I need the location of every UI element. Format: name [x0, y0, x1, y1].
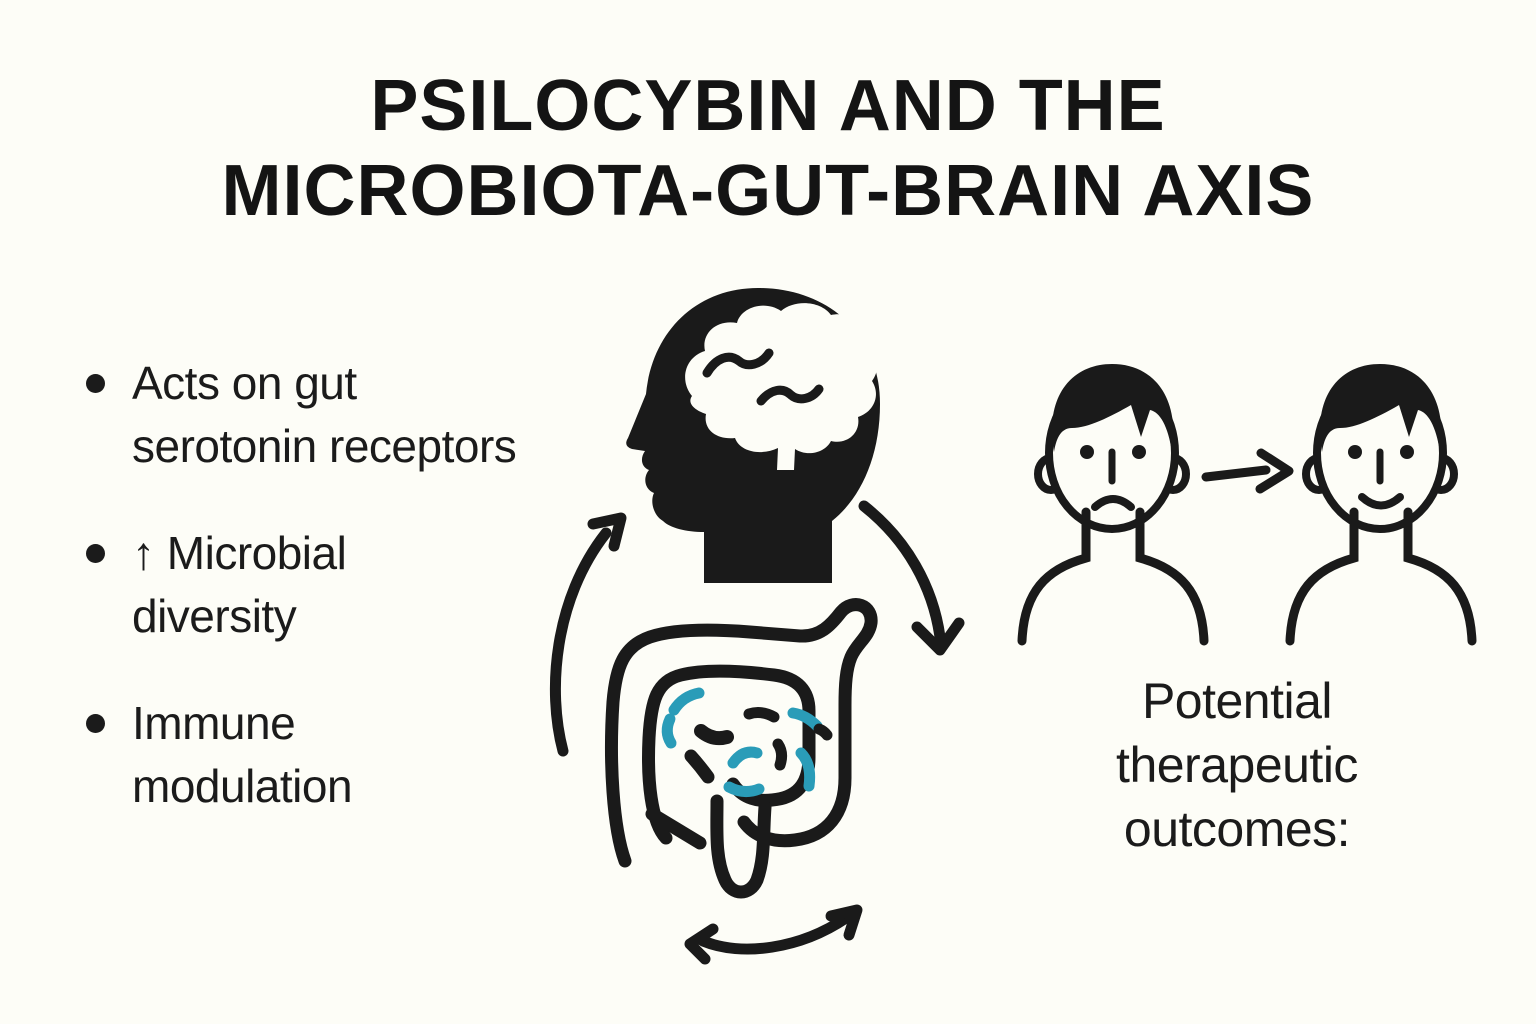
eye — [1132, 445, 1146, 459]
gut-tail — [710, 794, 772, 899]
bullet-text: Acts on gut — [132, 357, 357, 409]
gut-inner-tube — [642, 664, 816, 845]
bullet-text: Immune — [132, 697, 296, 749]
dark-microbe — [684, 749, 715, 784]
outcome-line-2: therapeutic — [1116, 737, 1358, 793]
torso — [1017, 507, 1209, 646]
page-title: PSILOCYBIN AND THE MICROBIOTA-GUT-BRAIN … — [0, 64, 1536, 234]
bullet-text: ↑ Microbial — [132, 527, 347, 579]
title-line-2: MICROBIOTA-GUT-BRAIN AXIS — [221, 151, 1315, 231]
list-item-immune-modulation: Immune modulation — [86, 692, 576, 818]
head-with-brain-icon — [626, 288, 880, 583]
eye — [1400, 445, 1414, 459]
eye — [1080, 445, 1094, 459]
dark-microbe — [772, 738, 788, 771]
smiling-person-icon — [1285, 364, 1477, 646]
arrowhead — [1255, 448, 1294, 494]
arrowhead — [911, 617, 965, 656]
teal-microbe — [723, 781, 765, 798]
dark-microbe — [743, 707, 780, 723]
double-headed-curved-arrow-icon — [697, 912, 852, 955]
torso — [1285, 507, 1477, 646]
dark-microbe — [694, 724, 734, 746]
eye — [1348, 445, 1362, 459]
gut-end-stub — [645, 807, 707, 850]
arrowhead — [684, 923, 719, 965]
arrowhead — [825, 904, 863, 941]
hair — [1051, 364, 1174, 452]
outcome-line-1: Potential — [1141, 673, 1333, 729]
gut-outer-tube — [605, 598, 878, 868]
list-item-microbial-diversity: ↑ Microbial diversity — [86, 522, 576, 648]
bullet-text: diversity — [132, 590, 297, 642]
outcome-label: Potential therapeutic outcomes: — [1055, 669, 1419, 861]
teal-microbe — [787, 707, 823, 732]
teal-microbe — [795, 747, 816, 792]
hair — [1319, 364, 1442, 452]
curved-arrow-down-icon — [858, 500, 946, 643]
frown-mouth — [1091, 495, 1135, 511]
bullet-list: Acts on gut serotonin receptors ↑ Microb… — [86, 352, 576, 818]
bullet-text: serotonin receptors — [132, 420, 517, 472]
microbe-dashes — [661, 687, 833, 798]
outcome-line-3: outcomes: — [1123, 801, 1351, 857]
cycle-arrows — [549, 500, 965, 965]
list-item-serotonin: Acts on gut serotonin receptors — [86, 352, 576, 478]
curved-arrow-up-icon — [549, 527, 612, 757]
teal-microbe — [727, 746, 763, 769]
right-arrow-icon — [1201, 448, 1294, 494]
arrow-shaft — [1201, 465, 1271, 482]
sad-person-icon — [1017, 364, 1209, 646]
smile-mouth — [1358, 493, 1404, 510]
brain-fold — [756, 384, 824, 406]
brain-fold — [702, 348, 774, 378]
intestine-microbiome-icon — [605, 598, 878, 899]
bullet-text: modulation — [132, 760, 353, 812]
dark-microbe — [813, 723, 833, 741]
teal-microbe — [668, 687, 705, 716]
teal-microbe — [661, 713, 677, 749]
arrowhead — [587, 512, 627, 552]
title-line-1: PSILOCYBIN AND THE — [370, 66, 1166, 146]
